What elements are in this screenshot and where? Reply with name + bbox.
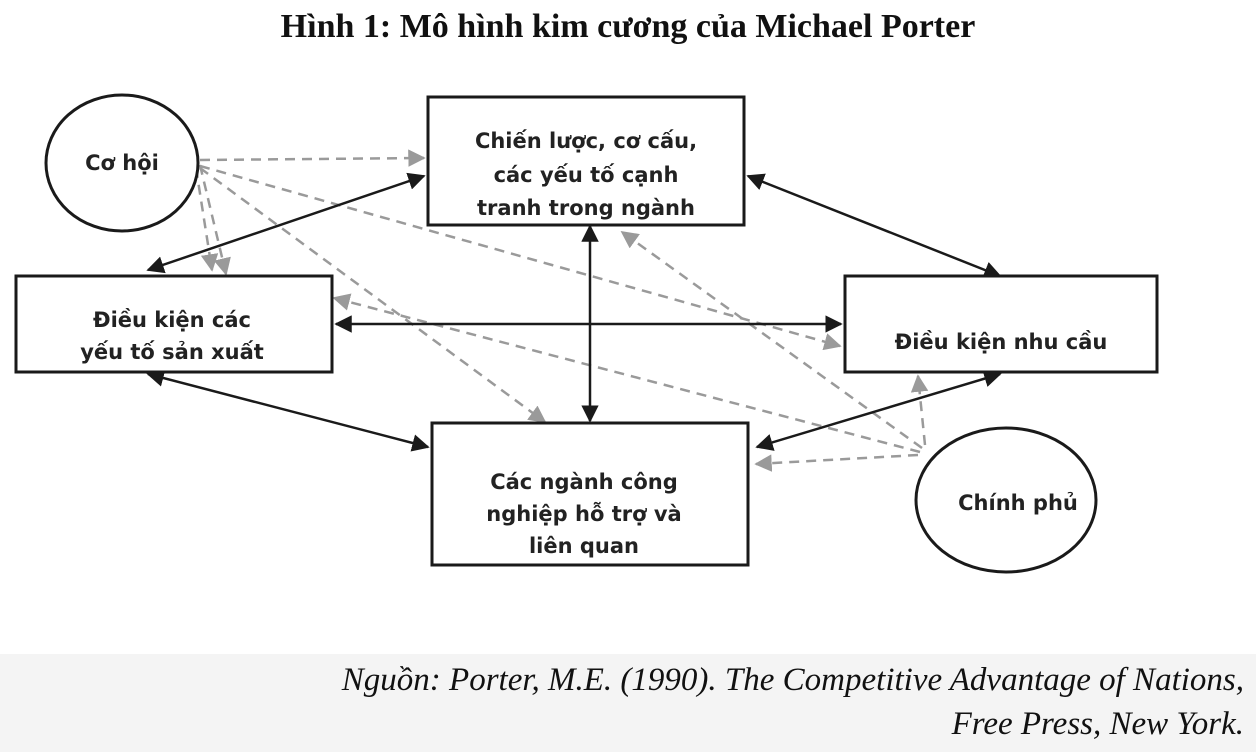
link-demand-related — [755, 370, 1002, 451]
node-demand-line-1: Điều kiện nhu cầu — [895, 330, 1108, 354]
determinant-links — [146, 172, 1002, 452]
arrow-government-to-strategy — [620, 230, 923, 450]
node-factor-line-1: Điều kiện các — [93, 308, 251, 332]
node-related-line-3: liên quan — [529, 534, 639, 558]
node-strategy-line-3: tranh trong ngành — [477, 196, 695, 220]
node-government: Chính phủ — [914, 426, 1098, 574]
source-citation: Nguồn: Porter, M.E. (1990). The Competit… — [0, 654, 1256, 752]
node-related-line-1: Các ngành công — [490, 470, 678, 494]
link-strategy-factor — [146, 172, 426, 274]
source-line-2: Free Press, New York. — [951, 706, 1244, 742]
node-strategy-line-2: các yếu tố cạnh — [494, 163, 679, 187]
arrow-government-to-demand — [910, 374, 929, 446]
node-strategy: Chiến lược, cơ cấu, các yếu tố cạnh tran… — [426, 95, 746, 227]
node-government-label: Chính phủ — [958, 491, 1078, 515]
source-line-1: Nguồn: Porter, M.E. (1990). The Competit… — [341, 662, 1244, 698]
node-related: Các ngành công nghiệp hỗ trợ và liên qua… — [430, 421, 750, 567]
node-factor: Điều kiện các yếu tố sản xuất — [14, 274, 334, 374]
link-factor-related — [146, 369, 430, 452]
link-strategy-demand — [746, 173, 1002, 279]
arrow-government-to-related — [754, 453, 919, 472]
node-related-line-2: nghiệp hỗ trợ và — [486, 502, 681, 526]
porter-diamond-diagram: Chiến lược, cơ cấu, các yếu tố cạnh tran… — [14, 93, 1159, 574]
node-factor-line-2: yếu tố sản xuất — [80, 340, 264, 364]
figure-title: Hình 1: Mô hình kim cương của Michael Po… — [280, 8, 976, 45]
node-chance-label: Cơ hội — [85, 151, 159, 175]
arrow-chance-to-strategy — [199, 149, 426, 167]
node-chance: Cơ hội — [44, 93, 200, 233]
node-demand: Điều kiện nhu cầu — [843, 274, 1159, 374]
node-strategy-line-1: Chiến lược, cơ cấu, — [475, 129, 697, 153]
